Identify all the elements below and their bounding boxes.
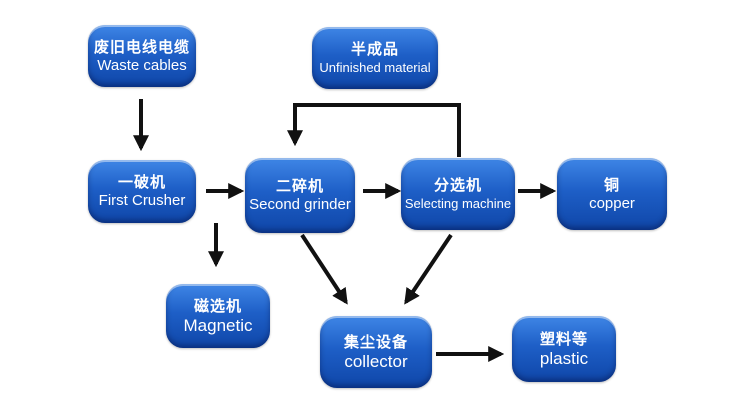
arrow-selecting-to-collector xyxy=(404,233,453,305)
node-label-zh: 一破机 xyxy=(117,173,166,191)
node-label-zh: 塑料等 xyxy=(539,329,588,348)
node-first-crusher: 一破机 First Crusher xyxy=(88,160,196,223)
node-waste-cables: 废旧电线电缆 Waste cables xyxy=(88,25,196,87)
node-collector: 集尘设备 collector xyxy=(320,316,432,388)
node-label-zh: 半成品 xyxy=(350,39,399,58)
node-label-en: First Crusher xyxy=(98,192,186,209)
node-label-zh: 分选机 xyxy=(433,175,482,194)
node-label-en: Waste cables xyxy=(97,56,187,74)
arrow-grinder-to-collector xyxy=(300,233,348,305)
node-plastic: 塑料等 plastic xyxy=(512,316,616,382)
node-label-zh: 集尘设备 xyxy=(343,332,408,351)
node-label-en: Magnetic xyxy=(183,315,253,335)
node-label-en: copper xyxy=(589,194,635,212)
node-copper: 铜 copper xyxy=(557,158,667,230)
arrow-selecting-loop-to-grinder xyxy=(287,103,461,157)
node-label-en: plastic xyxy=(539,348,589,368)
node-selecting-machine: 分选机 Selecting machine xyxy=(401,158,515,230)
node-unfinished-material: 半成品 Unfinished material xyxy=(312,27,438,89)
node-label-en: Second grinder xyxy=(249,196,351,213)
node-magnetic: 磁选机 Magnetic xyxy=(166,284,270,348)
node-label-zh: 铜 xyxy=(603,175,620,194)
node-label-en: collector xyxy=(344,351,408,371)
node-label-en: Selecting machine xyxy=(404,195,512,211)
node-label-en: Unfinished material xyxy=(319,59,431,75)
node-second-grinder: 二碎机 Second grinder xyxy=(245,158,355,233)
node-label-zh: 废旧电线电缆 xyxy=(93,37,190,56)
node-label-zh: 磁选机 xyxy=(193,296,242,315)
node-label-zh: 二碎机 xyxy=(275,177,324,195)
